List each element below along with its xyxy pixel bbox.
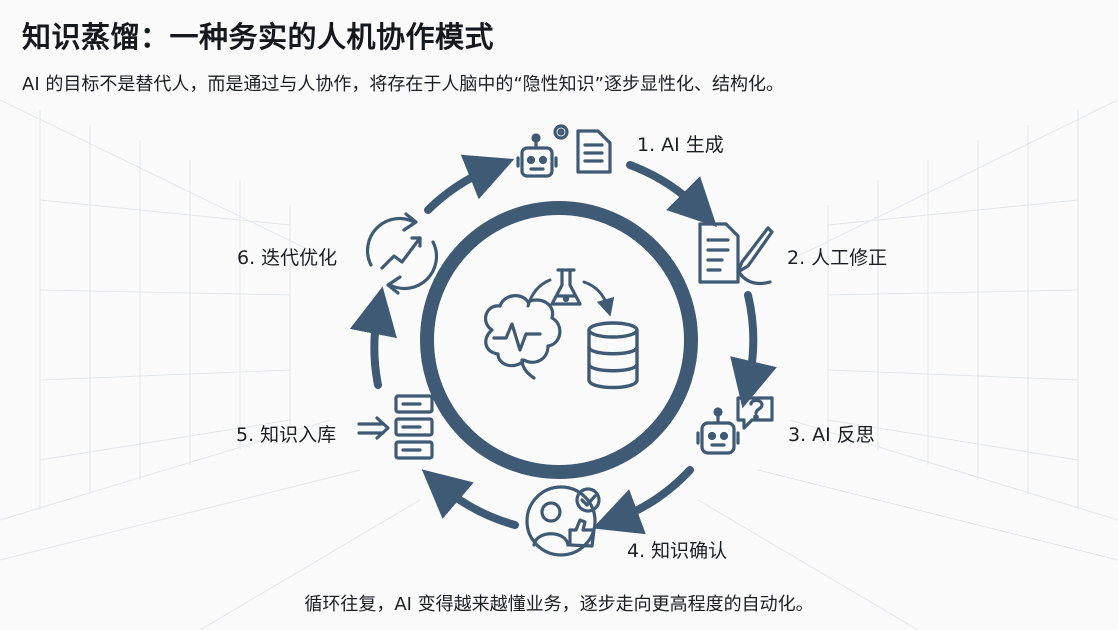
footer-caption: 循环往复，AI 变得越来越懂业务，逐步走向更高程度的自动化。 [304, 594, 814, 615]
database-server-icon [357, 394, 434, 460]
step-3-label: 3. AI 反思 [788, 424, 875, 446]
cycle-arrow-1-2 [626, 161, 717, 227]
cycle-arrow-2-3 [730, 291, 777, 409]
robot-question-icon [696, 396, 774, 455]
step-4-label: 4. 知识确认 [627, 540, 728, 562]
cycle-arrow-6-1 [424, 154, 515, 214]
iteration-chart-icon [365, 212, 439, 295]
brain-icon [483, 294, 562, 380]
center-flow-arrows [526, 278, 615, 317]
step-5-label: 5. 知识入库 [236, 424, 337, 446]
flask-icon [550, 268, 582, 306]
step-1-label: 1. AI 生成 [637, 134, 724, 156]
cycle-arrow-5-6 [349, 286, 397, 389]
database-icon [587, 321, 639, 390]
robot-document-icon [516, 124, 612, 178]
document-pen-icon [698, 222, 774, 286]
page-subtitle: AI 的目标不是替代人，而是通过与人协作，将存在于人脑中的“隐性知识”逐步显性化… [22, 74, 784, 95]
person-check-thumbsup-icon [525, 485, 601, 557]
cycle-arrow-3-4 [592, 466, 694, 535]
center-ring [420, 201, 698, 479]
step-6-label: 6. 迭代优化 [237, 247, 338, 269]
step-2-label: 2. 人工修正 [787, 247, 888, 269]
page-title: 知识蒸馏：一种务实的人机协作模式 [22, 20, 495, 54]
cycle-arrow-4-5 [421, 469, 519, 529]
